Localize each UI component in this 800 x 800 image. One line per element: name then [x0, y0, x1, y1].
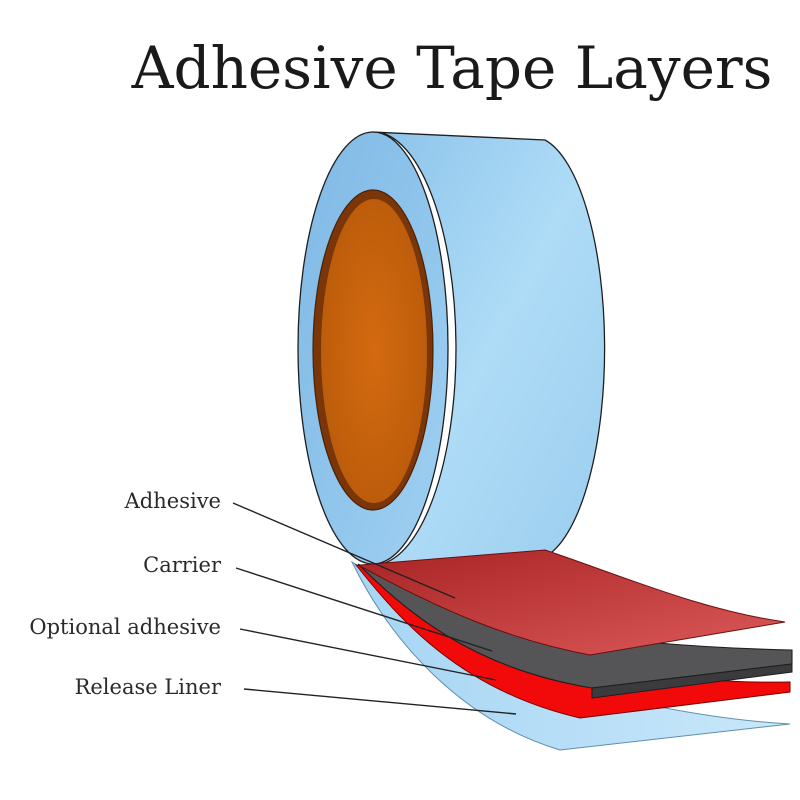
diagram-title: Adhesive Tape Layers	[131, 34, 773, 102]
leader-optional-adhesive	[239, 628, 497, 681]
leader-adhesive	[232, 502, 456, 599]
tape-roll	[297, 131, 606, 566]
adhesive-layer	[359, 549, 786, 656]
leader-carrier	[235, 567, 493, 652]
leader-release-liner	[243, 688, 517, 715]
label-carrier: Carrier	[143, 553, 222, 577]
tape-core	[321, 199, 427, 503]
label-adhesive: Adhesive	[124, 489, 221, 513]
carrier-edge	[591, 663, 793, 699]
label-optional-adhesive: Optional adhesive	[29, 615, 221, 639]
label-release-liner: Release Liner	[75, 675, 222, 699]
